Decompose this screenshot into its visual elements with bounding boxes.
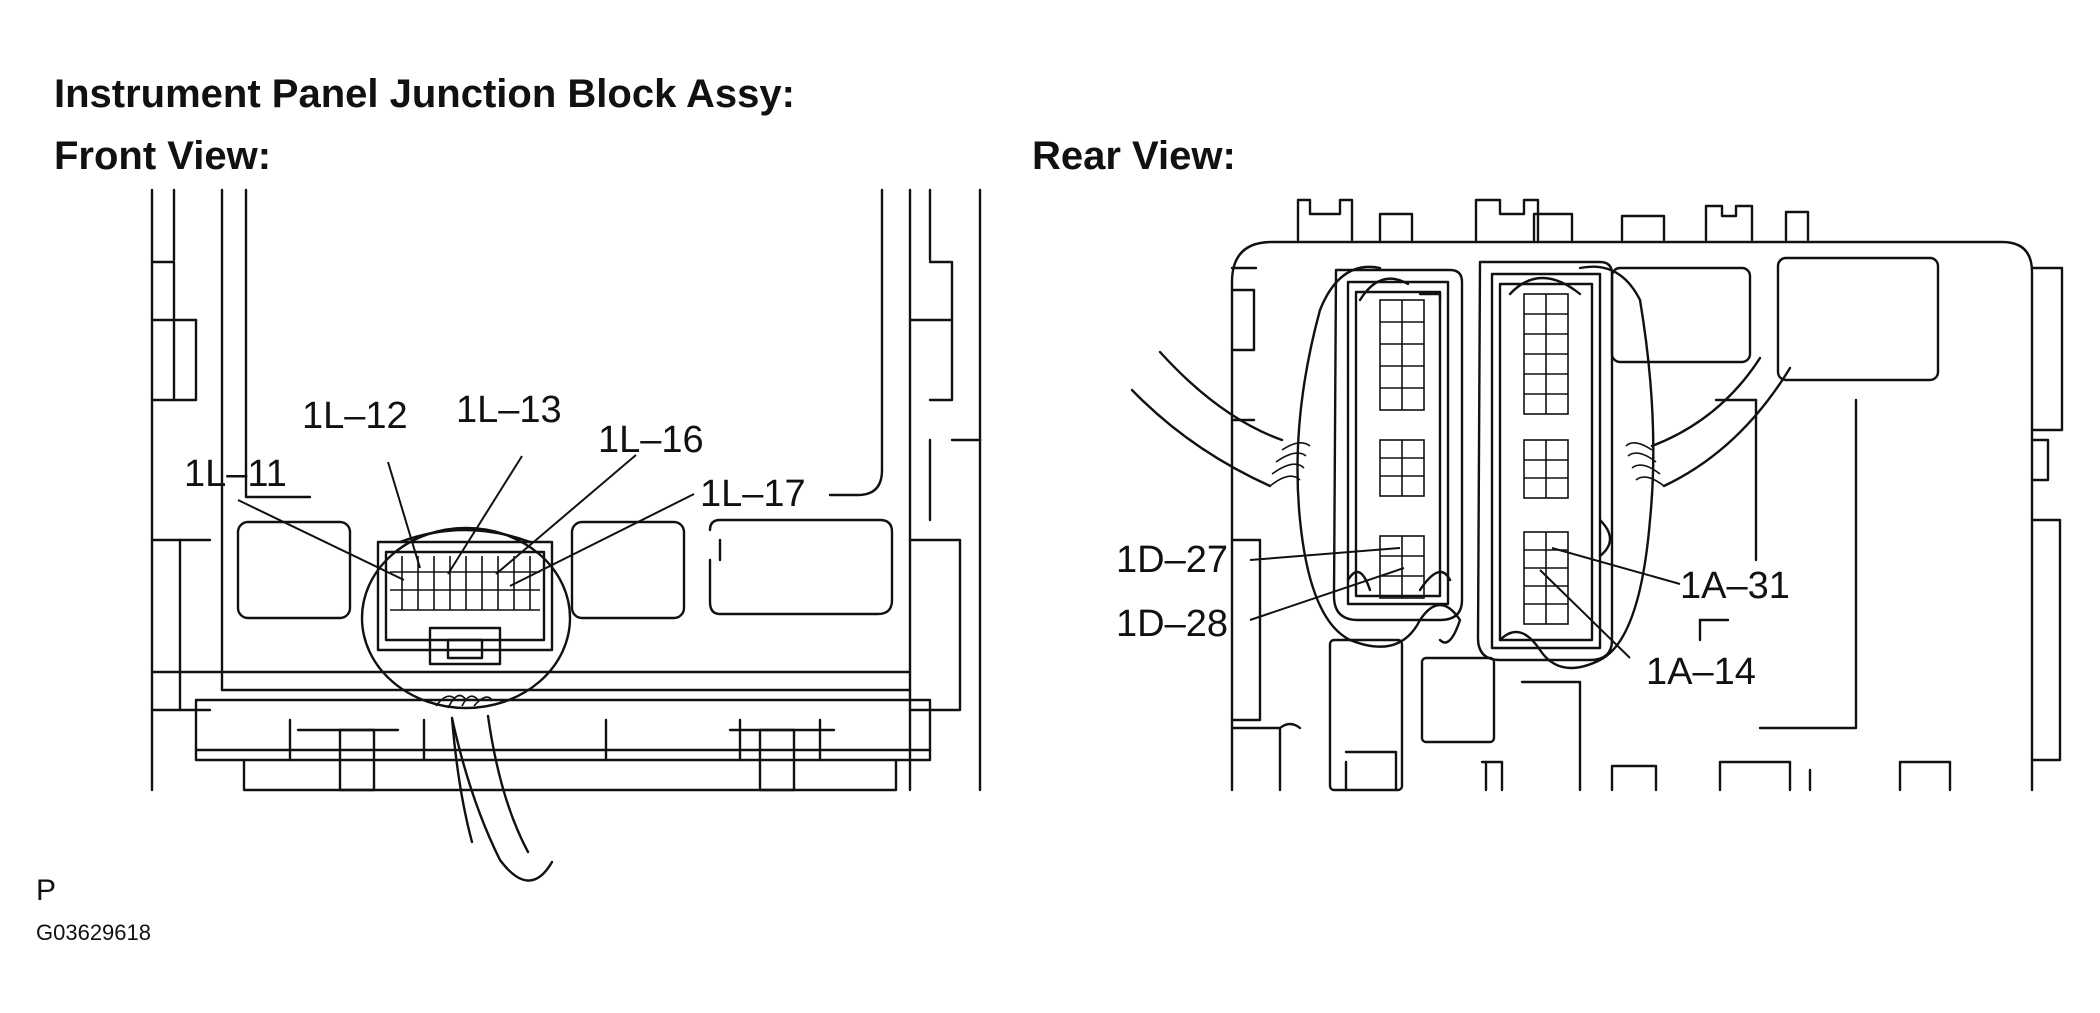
footer-mark: P bbox=[36, 874, 56, 907]
front-view-drawing bbox=[150, 188, 982, 882]
diagram-title: Instrument Panel Junction Block Assy: bbox=[54, 72, 795, 116]
figure-id: G03629618 bbox=[36, 920, 151, 945]
label-1d-28: 1D–28 bbox=[1116, 603, 1228, 645]
rear-view-heading: Rear View: bbox=[1032, 134, 1236, 178]
label-1a-14: 1A–14 bbox=[1646, 651, 1756, 693]
label-1d-27: 1D–27 bbox=[1116, 539, 1228, 581]
label-1a-31: 1A–31 bbox=[1680, 565, 1790, 607]
label-1l-12: 1L–12 bbox=[302, 395, 408, 437]
rear-leader-lines bbox=[1249, 547, 1681, 659]
label-1l-11: 1L–11 bbox=[184, 453, 287, 495]
rear-view-drawing bbox=[1130, 198, 2064, 792]
front-leader-lines bbox=[237, 454, 695, 587]
label-1l-17: 1L–17 bbox=[700, 473, 806, 515]
label-1l-13: 1L–13 bbox=[456, 389, 562, 431]
front-view-heading: Front View: bbox=[54, 134, 271, 178]
label-1l-16: 1L–16 bbox=[598, 419, 704, 461]
